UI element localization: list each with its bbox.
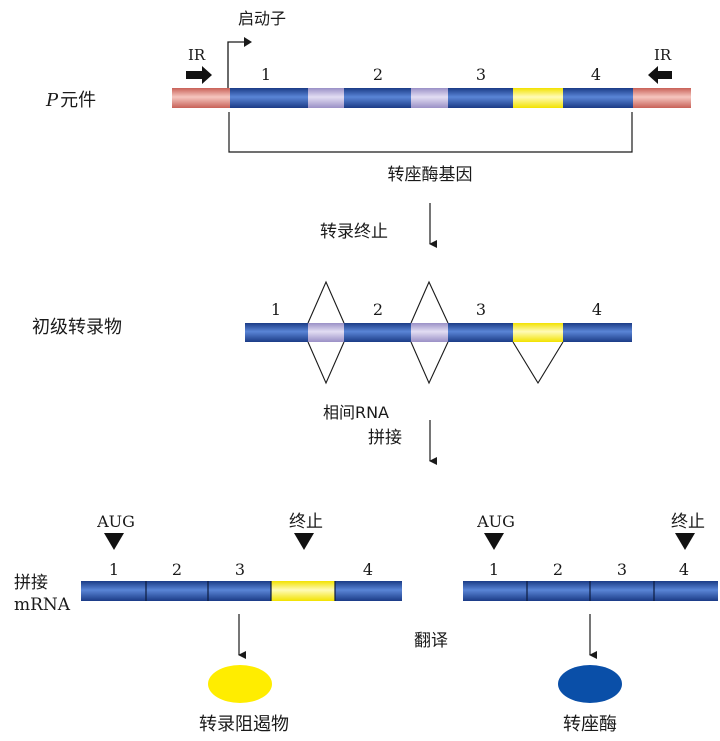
- transcription-step-label: 转录终止: [320, 222, 388, 242]
- exon-number: 3: [617, 560, 627, 579]
- spliced-mrna-label-1: 拼接: [14, 573, 48, 593]
- intron-1-segment: [308, 323, 344, 342]
- repressor-protein-ellipse: [208, 665, 272, 703]
- exon-3-segment: [448, 323, 513, 342]
- start-codon-label: AUG: [476, 512, 515, 531]
- p-element-bar: [172, 88, 691, 108]
- stop-triangle-icon: [294, 533, 314, 550]
- start-triangle-icon: [484, 533, 504, 550]
- primary-transcript-row: 初级转录物 1 2 3 4: [32, 280, 632, 385]
- exon-1-segment: [81, 581, 146, 601]
- gene-bracket: [228, 112, 633, 153]
- retained-intron-segment: [271, 581, 335, 601]
- exon-number: 4: [363, 560, 373, 579]
- splice-loop-3: [512, 341, 564, 385]
- splice-loop-1: [307, 341, 345, 385]
- intron-2-segment: [411, 88, 448, 108]
- intron-3-segment: [513, 323, 563, 342]
- translation-label: 翻译: [414, 631, 448, 651]
- intron-1-segment: [308, 88, 344, 108]
- exon-number: 4: [591, 65, 601, 84]
- splice-loop-2: [410, 341, 449, 385]
- ir-right-segment: [633, 88, 691, 108]
- ir-right-arrow-icon: [648, 66, 672, 84]
- gene-label: 转座酶基因: [388, 165, 473, 185]
- spliced-mrna-right: AUG 终止 1 2 3 4: [463, 512, 718, 601]
- exon-number: 2: [172, 560, 182, 579]
- promoter-arrow: [227, 37, 252, 88]
- start-codon-label: AUG: [96, 512, 135, 531]
- ir-right-label: IR: [654, 46, 672, 64]
- exon-2-segment: [527, 581, 590, 601]
- exon-3-segment: [208, 581, 271, 601]
- exon-2-segment: [344, 88, 411, 108]
- transposase-protein-ellipse: [558, 665, 622, 703]
- exon-3-segment: [590, 581, 654, 601]
- exon-number: 1: [271, 300, 281, 319]
- exon-number: 2: [373, 65, 383, 84]
- stop-codon-label: 终止: [671, 512, 705, 532]
- exon-number: 4: [592, 300, 602, 319]
- exon-2-segment: [146, 581, 208, 601]
- exon-number: 1: [109, 560, 119, 579]
- splicing-step-label-2: 拼接: [368, 428, 402, 448]
- stop-triangle-icon: [675, 533, 695, 550]
- exon-4-segment: [563, 323, 632, 342]
- primary-transcript-bar: [245, 323, 632, 342]
- intron-2-segment: [411, 323, 448, 342]
- repressor-label: 转录阻遏物: [199, 714, 289, 735]
- exon-number: 2: [553, 560, 563, 579]
- exon-2-segment: [344, 323, 411, 342]
- splice-loop-1: [307, 280, 345, 324]
- exon-number: 1: [261, 65, 271, 84]
- exon-3-segment: [448, 88, 513, 108]
- transposase-label: 转座酶: [563, 714, 617, 735]
- ir-left-label: IR: [188, 46, 206, 64]
- start-triangle-icon: [104, 533, 124, 550]
- exon-1-segment: [230, 88, 308, 108]
- splice-loop-2: [410, 280, 449, 324]
- ir-left-segment: [172, 88, 230, 108]
- exon-number: 2: [373, 300, 383, 319]
- promoter-label: 启动子: [238, 9, 286, 28]
- exon-number: 1: [489, 560, 499, 579]
- exon-1-segment: [463, 581, 527, 601]
- ir-left-arrow-icon: [186, 66, 212, 84]
- exon-number: 4: [679, 560, 689, 579]
- exon-4-segment: [563, 88, 633, 108]
- stop-codon-label: 终止: [289, 512, 323, 532]
- spliced-mrna-left: AUG 终止 1 2 3 4: [81, 512, 402, 601]
- splicing-step-label-1: 相间RNA: [323, 403, 389, 422]
- intron-3-segment: [513, 88, 563, 108]
- primary-transcript-label: 初级转录物: [32, 317, 122, 338]
- exon-number: 3: [476, 65, 486, 84]
- exon-number: 3: [235, 560, 245, 579]
- spliced-mrna-label-2: mRNA: [14, 595, 71, 615]
- exon-number: 3: [476, 300, 486, 319]
- exon-4-segment: [654, 581, 718, 601]
- exon-4-segment: [335, 581, 402, 601]
- exon-1-segment: [245, 323, 308, 342]
